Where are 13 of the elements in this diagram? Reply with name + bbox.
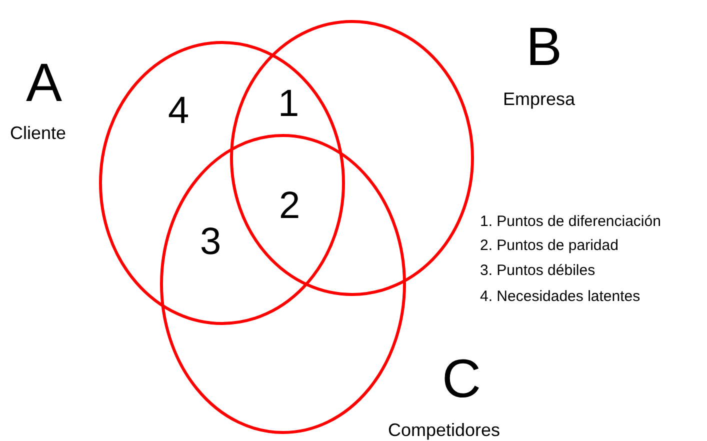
- region-number: 1: [278, 85, 300, 123]
- region-number: 3: [200, 223, 222, 261]
- set-label: Competidores: [388, 421, 500, 439]
- set-letter: B: [526, 20, 562, 74]
- set-letter: A: [26, 56, 62, 110]
- region-number: 2: [279, 187, 300, 225]
- legend-item: 1. Puntos de diferenciación: [480, 214, 661, 229]
- legend-item: 4. Necesidades latentes: [480, 289, 640, 304]
- legend-item: 3. Puntos débiles: [480, 263, 596, 278]
- set-label: Cliente: [10, 124, 66, 142]
- set-letter: C: [442, 352, 481, 406]
- set-label: Empresa: [503, 90, 576, 108]
- region-number: 4: [168, 92, 190, 130]
